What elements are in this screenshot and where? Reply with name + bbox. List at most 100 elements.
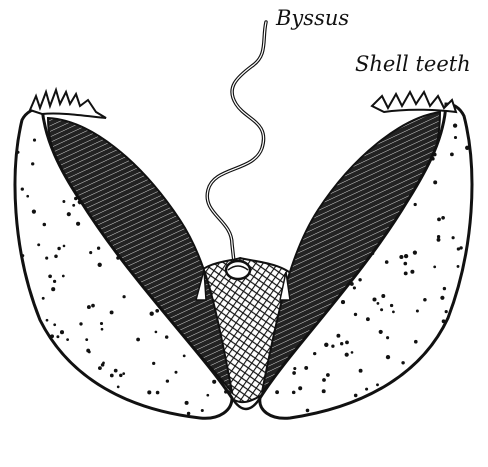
stipple-dot: [26, 195, 29, 198]
stipple-dot: [372, 297, 376, 301]
stipple-dot: [98, 366, 102, 370]
stipple-dot: [306, 409, 310, 413]
stipple-dot: [410, 270, 414, 274]
stipple-dot: [433, 153, 437, 157]
stipple-dot: [350, 282, 354, 286]
stipple-dot: [404, 271, 408, 275]
byssus-label: Byssus: [276, 6, 349, 30]
right-shell-teeth: [372, 92, 456, 112]
stipple-dot: [100, 322, 103, 325]
stipple-dot: [392, 311, 395, 314]
stipple-dot: [98, 263, 102, 267]
stipple-dot: [91, 304, 95, 308]
stipple-dot: [340, 342, 343, 345]
stipple-dot: [37, 243, 40, 246]
right-valve-outer: [260, 104, 472, 418]
stipple-dot: [358, 278, 361, 281]
stipple-dot: [116, 256, 120, 260]
stipple-dot: [155, 309, 159, 313]
stipple-dot: [122, 372, 125, 375]
stipple-dot: [381, 294, 385, 298]
stipple-dot: [87, 305, 91, 309]
stipple-dot: [441, 216, 445, 220]
stipple-dot: [16, 151, 19, 154]
stipple-dot: [31, 162, 34, 165]
stipple-dot: [437, 238, 441, 242]
stipple-dot: [275, 390, 279, 394]
stipple-dot: [175, 371, 178, 374]
stipple-dot: [354, 394, 358, 398]
stipple-dot: [150, 312, 154, 316]
stipple-dot: [313, 352, 316, 355]
stipple-dot: [353, 286, 356, 289]
stipple-dot: [351, 351, 354, 354]
stipple-dot: [117, 386, 120, 389]
stipple-dot: [437, 218, 441, 222]
stipple-dot: [32, 210, 36, 214]
stipple-dot: [156, 391, 160, 395]
stipple-dot: [304, 366, 308, 370]
stipple-dot: [386, 355, 390, 359]
stipple-dot: [440, 296, 444, 300]
stipple-dot: [147, 390, 151, 394]
stipple-dot: [404, 254, 408, 258]
stipple-dot: [385, 260, 389, 264]
stipple-dot: [48, 274, 52, 278]
stipple-dot: [54, 255, 58, 259]
stipple-dot: [56, 335, 59, 338]
stipple-dot: [292, 371, 296, 375]
stipple-dot: [336, 334, 340, 338]
stipple-dot: [85, 338, 88, 341]
stipple-dot: [51, 287, 55, 291]
stipple-dot: [376, 383, 379, 386]
stipple-dot: [60, 330, 64, 334]
stipple-dot: [57, 247, 60, 250]
stipple-dot: [445, 310, 448, 313]
stipple-dot: [166, 379, 169, 382]
stipple-dot: [450, 153, 454, 157]
stipple-dot: [119, 374, 122, 377]
stipple-dot: [459, 246, 462, 249]
stipple-dot: [324, 343, 328, 347]
stipple-dot: [433, 180, 437, 184]
stipple-dot: [78, 200, 82, 204]
stipple-dot: [437, 235, 440, 238]
stipple-dot: [165, 335, 168, 338]
stipple-dot: [443, 287, 446, 290]
stipple-dot: [63, 245, 66, 248]
stipple-dot: [86, 349, 90, 353]
stipple-dot: [390, 304, 393, 307]
stipple-dot: [122, 295, 125, 298]
stipple-dot: [110, 374, 114, 378]
stipple-dot: [345, 341, 349, 345]
stipple-dot: [72, 204, 75, 207]
stipple-dot: [331, 345, 334, 348]
stipple-dot: [345, 353, 349, 357]
stipple-dot: [136, 338, 140, 342]
stipple-dot: [386, 336, 389, 339]
stipple-dot: [416, 310, 419, 313]
shell-teeth-label: Shell teeth: [355, 52, 471, 76]
stipple-dot: [453, 123, 457, 127]
stipple-dot: [76, 222, 80, 226]
stipple-dot: [152, 362, 155, 365]
stipple-dot: [322, 389, 326, 393]
stipple-dot: [62, 275, 65, 278]
stipple-dot: [62, 200, 65, 203]
stipple-dot: [326, 373, 330, 377]
stipple-dot: [45, 257, 48, 260]
stipple-dot: [365, 388, 368, 391]
stipple-dot: [298, 386, 302, 390]
stipple-dot: [53, 280, 56, 283]
stipple-dot: [187, 412, 190, 415]
stipple-dot: [442, 319, 446, 323]
stipple-dot: [423, 298, 427, 302]
stipple-dot: [414, 340, 418, 344]
stipple-dot: [224, 390, 227, 393]
stipple-dot: [21, 187, 24, 190]
stipple-dot: [465, 146, 469, 150]
stipple-dot: [201, 409, 204, 412]
stipple-dot: [414, 203, 417, 206]
stipple-dot: [89, 251, 92, 254]
